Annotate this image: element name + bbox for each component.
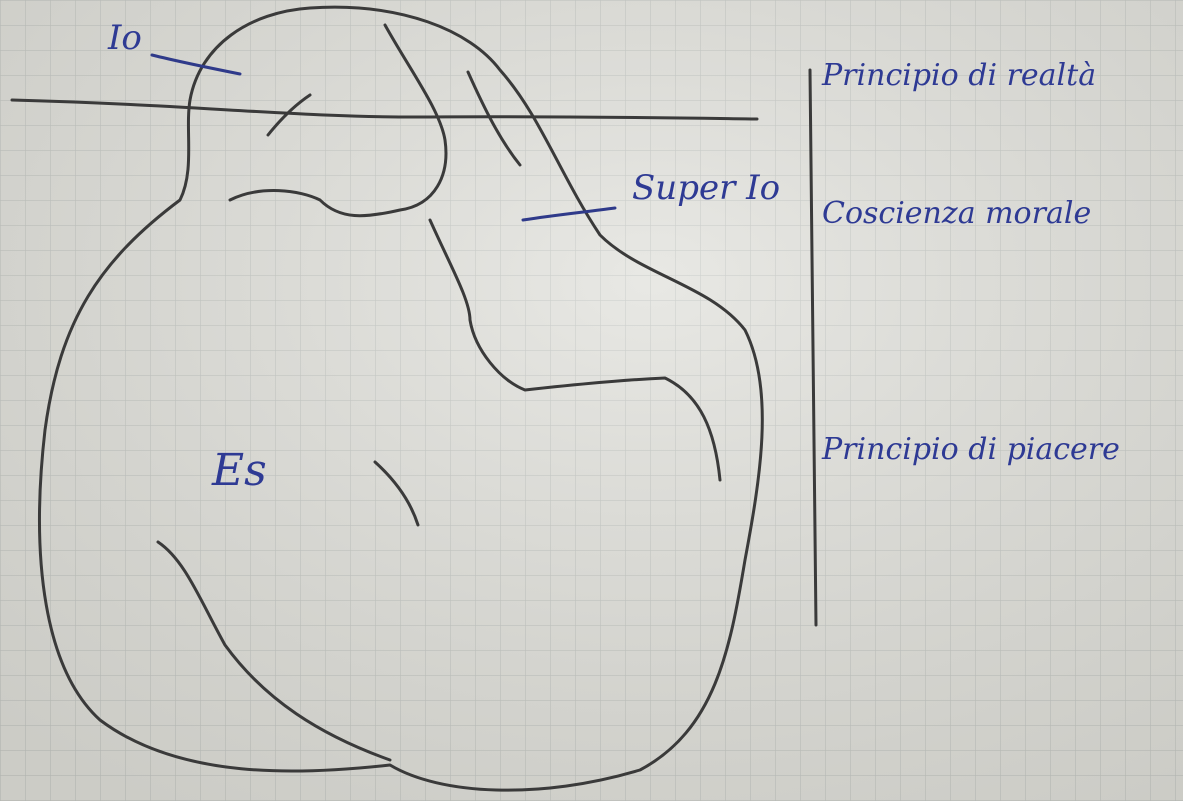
awareness-line (10, 98, 759, 121)
psyche-outline (38, 5, 764, 792)
label-superio: Super Io (632, 168, 781, 208)
label-io: Io (108, 18, 142, 58)
io-boundary (228, 23, 448, 218)
label-coscienza-morale: Coscienza morale (822, 196, 1092, 231)
label-principio-realta: Principio di realtà (822, 58, 1097, 93)
es-small-stroke (373, 460, 420, 527)
superio-pointer-line (521, 206, 617, 222)
superio-boundary (428, 218, 722, 482)
label-es: Es (212, 445, 267, 496)
superio-inner-stroke (466, 70, 522, 167)
es-lower-curve (156, 540, 392, 762)
label-principio-piacere: Principio di piacere (822, 432, 1120, 467)
io-inner-stroke (266, 93, 312, 137)
io-pointer-line (150, 53, 242, 76)
divider-line (808, 68, 818, 627)
